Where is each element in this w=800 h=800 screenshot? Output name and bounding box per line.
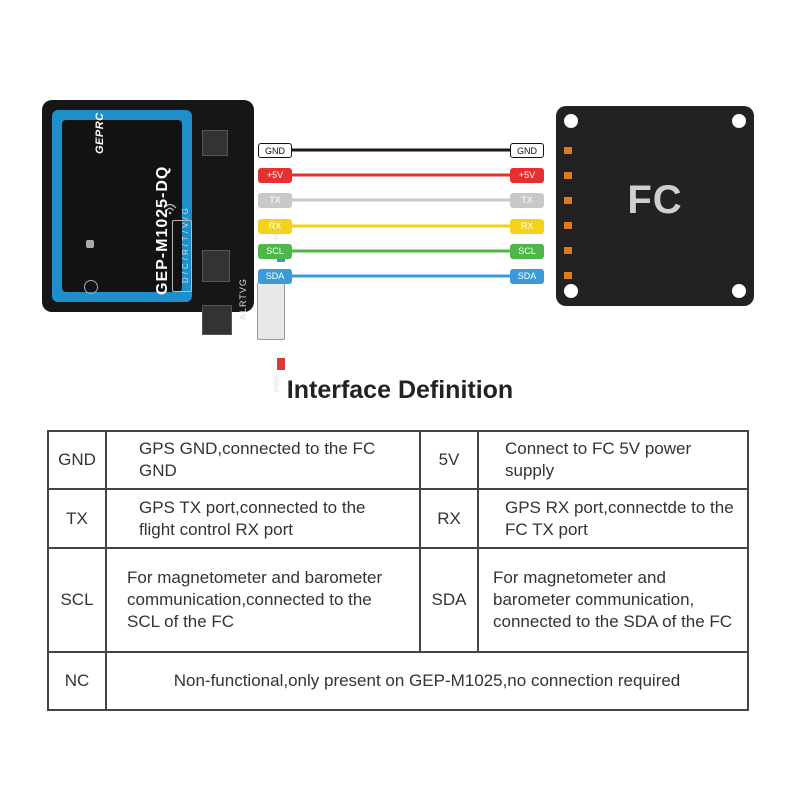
- fc-pad: [564, 172, 572, 179]
- gps-screen: GEPRC: [52, 110, 192, 302]
- tag-scl-right: SCL: [510, 244, 544, 259]
- mount-hole: [564, 284, 578, 298]
- fc-board: FC: [556, 106, 754, 306]
- gps-connector-label: ALRTVG: [238, 278, 248, 320]
- tag-tx-right: TX: [510, 193, 544, 208]
- fc-pad: [564, 247, 572, 254]
- fc-pad: [564, 147, 572, 154]
- tag-sda-left: SDA: [258, 269, 292, 284]
- tag-gnd-left: GND: [258, 143, 292, 158]
- table-row: TX GPS TX port,connected to the flight c…: [47, 488, 749, 549]
- tag-scl-left: SCL: [258, 244, 292, 259]
- fc-pad: [564, 222, 572, 229]
- gps-chip-mid: [202, 250, 230, 282]
- tag-sda-right: SDA: [510, 269, 544, 284]
- pin-description: GPS RX port,connectde to the FC TX port: [477, 488, 749, 549]
- table-row: GND GPS GND,connected to the FC GND 5V C…: [47, 430, 749, 490]
- fc-pad: [564, 197, 572, 204]
- pin-description: GPS TX port,connected to the flight cont…: [105, 488, 421, 549]
- mount-hole: [732, 114, 746, 128]
- pin-name: SCL: [47, 547, 107, 653]
- pin-description: For magnetometer and barometer communica…: [477, 547, 749, 653]
- gps-connector: [257, 282, 285, 340]
- gps-screen-inner: GEPRC: [62, 112, 182, 294]
- mount-hole: [732, 284, 746, 298]
- gps-pin-sequence: D/C/R/T/V/G: [172, 205, 192, 292]
- signal-icon: [163, 203, 177, 215]
- tag-tx-left: TX: [258, 193, 292, 208]
- tag-rx-right: RX: [510, 219, 544, 234]
- mount-hole: [564, 114, 578, 128]
- table-row: NC Non-functional,only present on GEP-M1…: [47, 651, 749, 711]
- pin-name: SDA: [419, 547, 479, 653]
- page-title: Interface Definition: [286, 376, 514, 404]
- table-row: SCL For magnetometer and barometer commu…: [47, 547, 749, 653]
- fc-label: FC: [627, 178, 683, 222]
- gps-logo: GEPRC: [94, 112, 106, 154]
- tag-gnd-right: GND: [510, 143, 544, 158]
- pin-name: RX: [419, 488, 479, 549]
- tag-5v-right: +5V: [510, 168, 544, 183]
- pin-name: 5V: [419, 430, 479, 490]
- gps-chip-bottom: [202, 305, 232, 335]
- pin-name: TX: [47, 488, 107, 549]
- pin-description: For magnetometer and barometer communica…: [105, 547, 421, 653]
- interface-table: GND GPS GND,connected to the FC GND 5V C…: [47, 430, 749, 711]
- gps-module: GEPRC GEP-M1025-DQ D/C/R/T/V/G ALRTVG PP…: [42, 100, 285, 392]
- pin-name: NC: [47, 651, 107, 711]
- pin-description: GPS GND,connected to the FC GND: [105, 430, 421, 490]
- compass-icon: [84, 280, 98, 294]
- pwr-led: [277, 358, 285, 370]
- gps-chip-top: [202, 130, 228, 156]
- fc-pad: [564, 272, 572, 279]
- pin-name: GND: [47, 430, 107, 490]
- gps-pin-sequence-text: D/C/R/T/V/G: [181, 205, 190, 283]
- gps-model-label: GEP-M1025-DQ: [154, 165, 171, 295]
- tag-5v-left: +5V: [258, 168, 292, 183]
- tag-rx-left: RX: [258, 219, 292, 234]
- satellite-icon: [86, 240, 94, 248]
- pin-description: Non-functional,only present on GEP-M1025…: [105, 651, 749, 711]
- pin-description: Connect to FC 5V power supply: [477, 430, 749, 490]
